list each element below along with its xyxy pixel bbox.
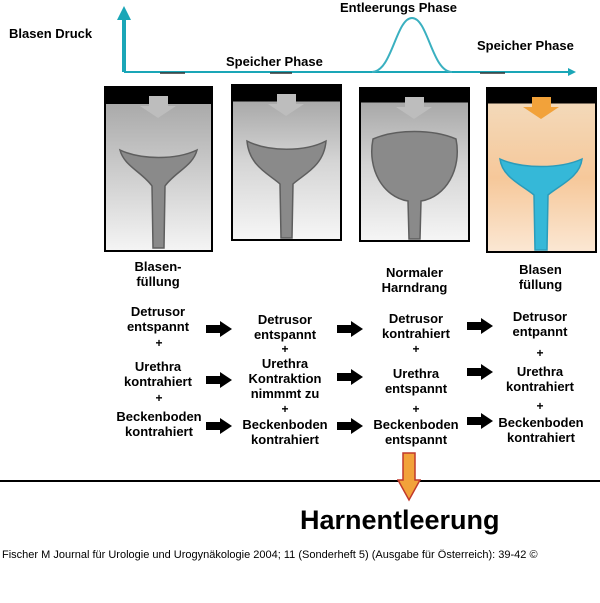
bladder-pressure-label: Blasen Druck	[9, 26, 93, 41]
pelvic-floor-state-2: Beckenboden kontrahiert	[242, 417, 328, 447]
right-arrow-icon	[206, 321, 232, 337]
bladder-image	[246, 94, 327, 239]
right-arrow-icon	[206, 418, 232, 434]
detrusor-state-3: Detrusor kontrahiert	[382, 311, 450, 341]
right-arrow-icon	[337, 369, 363, 385]
right-arrow-icon	[337, 418, 363, 434]
bladder-panel-urge	[359, 87, 470, 242]
urethra-state-2: Urethra Kontraktion nimmmt zu	[248, 356, 322, 401]
detrusor-state-2: Detrusor entspannt	[253, 312, 317, 342]
detrusor-state-1: Detrusor entspannt	[126, 304, 190, 334]
down-arrow-icon	[523, 97, 559, 119]
bladder-panel-filling	[104, 86, 213, 252]
plus-sign: +	[412, 342, 420, 356]
time-axis-arrowhead	[568, 68, 576, 76]
storage-phase-label-2: Speicher Phase	[477, 38, 574, 53]
pelvic-floor-state-1: Beckenboden kontrahiert	[116, 409, 202, 439]
result-title: Harnentleerung	[300, 505, 500, 535]
plus-sign: +	[412, 402, 420, 416]
right-arrow-icon	[337, 321, 363, 337]
stage-caption-1: Blasen- füllung	[134, 259, 182, 289]
plus-sign: +	[155, 391, 163, 405]
pressure-peak	[371, 16, 453, 73]
pressure-curve-diagram	[117, 6, 576, 76]
plus-sign: +	[281, 402, 289, 416]
bladder-image	[371, 97, 458, 240]
urethra-state-3: Urethra entspannt	[384, 366, 448, 396]
plus-sign: +	[155, 336, 163, 350]
right-arrow-icon	[467, 364, 493, 380]
citation: Fischer M Journal für Urologie und Urogy…	[2, 549, 538, 561]
stage-caption-3: Normaler Harndrang	[381, 265, 448, 295]
bladder-panel-storage	[231, 84, 342, 241]
down-arrow-icon	[140, 96, 176, 118]
pressure-axis-arrowhead	[117, 6, 131, 20]
urethra-state-4: Urethra kontrahiert	[506, 364, 574, 394]
bladder-panel-refill	[486, 87, 597, 253]
detrusor-state-4: Detrusor entpannt	[512, 309, 568, 339]
down-arrow-icon	[268, 94, 304, 116]
stage-caption-4: Blasen füllung	[518, 262, 563, 292]
plus-sign: +	[536, 346, 544, 360]
right-arrow-icon	[206, 372, 232, 388]
down-arrow-icon	[396, 97, 432, 119]
plus-sign: +	[281, 342, 289, 356]
right-arrow-icon	[467, 318, 493, 334]
storage-phase-label-1: Speicher Phase	[226, 54, 323, 69]
pelvic-floor-state-3: Beckenboden entspannt	[373, 417, 459, 447]
voiding-phase-label: Entleerungs Phase	[340, 0, 458, 15]
plus-sign: +	[536, 399, 544, 413]
right-arrow-icon	[467, 413, 493, 429]
bladder-image	[118, 96, 199, 249]
divider-line	[0, 480, 600, 482]
pelvic-floor-state-4: Beckenboden kontrahiert	[498, 415, 584, 445]
down-arrow-icon	[397, 452, 421, 502]
urethra-state-1: Urethra kontrahiert	[124, 359, 192, 389]
bladder-image	[499, 97, 583, 251]
